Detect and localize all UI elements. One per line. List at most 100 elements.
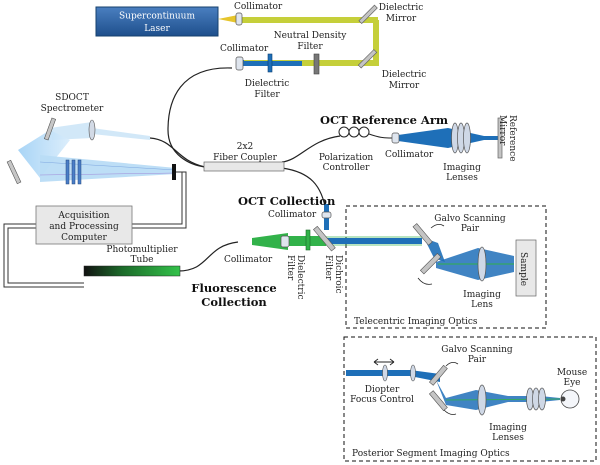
label-collimator-top: Collimator bbox=[234, 2, 283, 12]
dielectric-filter-collection bbox=[305, 229, 311, 251]
label-imaging-lens-2: Lens bbox=[471, 300, 493, 310]
supercontinuum-laser bbox=[95, 6, 219, 37]
label-mouse-eye-1: Mouse bbox=[557, 368, 587, 378]
label-dielectric-filter-c2: Filter bbox=[285, 255, 295, 281]
telecentric-optics-box bbox=[345, 205, 547, 329]
label-nd-filter-2: Filter bbox=[297, 42, 323, 52]
label-acq-2: and Processing bbox=[49, 222, 119, 232]
label-collimator-reference: Collimator bbox=[385, 150, 434, 160]
galvo-mirror-4 bbox=[428, 390, 448, 412]
label-dielectric-mirror-bottom-2: Mirror bbox=[389, 81, 420, 91]
galvo-rotate-arrow-1 bbox=[430, 224, 445, 229]
spectrometer-lens-3 bbox=[77, 159, 82, 185]
label-polarization-2: Controller bbox=[323, 163, 371, 173]
label-imaging-lenses-post-1: Imaging bbox=[489, 423, 527, 433]
spectrometer-collimating-lens bbox=[88, 119, 96, 141]
label-dielectric-filter-c1: Dielectric bbox=[295, 255, 305, 300]
label-oct-reference-arm: OCT Reference Arm bbox=[320, 113, 448, 127]
diopter-lens-2 bbox=[410, 364, 416, 382]
label-dielectric-mirror-bottom-1: Dielectric bbox=[382, 70, 427, 80]
laser-label-line2: Laser bbox=[144, 24, 170, 34]
sample bbox=[515, 239, 537, 297]
label-galvo-t1: Galvo Scanning bbox=[434, 214, 506, 224]
collimator-oct-collection bbox=[321, 211, 332, 219]
label-dielectric-mirror-top-1: Dielectric bbox=[379, 3, 424, 13]
label-imaging-lenses-ref-1: Imaging bbox=[443, 163, 481, 173]
galvo-rotate-arrow-4 bbox=[443, 409, 457, 415]
label-collimator-fluor: Collimator bbox=[224, 255, 273, 265]
collimator-top bbox=[235, 12, 243, 26]
neutral-density-filter bbox=[313, 53, 320, 75]
collimator-mid bbox=[235, 56, 244, 71]
posterior-lens-4 bbox=[538, 387, 546, 411]
fiber-coupler bbox=[203, 161, 285, 172]
label-reference-mirror-2: Mirror bbox=[497, 115, 507, 146]
diopter-arrow bbox=[373, 358, 395, 366]
label-acq-1: Acquisition bbox=[57, 211, 109, 221]
fiber-coupler-to-reference bbox=[281, 135, 341, 163]
label-dichroic-2: Filter bbox=[323, 255, 333, 281]
label-fluorescence-1: Fluorescence bbox=[191, 281, 276, 295]
sdoct-spectrometer bbox=[6, 117, 177, 185]
spectrometer-lens-1 bbox=[65, 159, 70, 185]
galvo-mirror-3 bbox=[428, 364, 448, 386]
label-galvo-p1: Galvo Scanning bbox=[441, 345, 513, 355]
label-dichroic-1: Dichroic bbox=[333, 255, 343, 294]
label-pmt-1: Photomultiplier bbox=[106, 245, 178, 255]
label-posterior-optics: Posterior Segment Imaging Optics bbox=[352, 449, 510, 459]
reference-mirror bbox=[497, 117, 503, 159]
fiber-spectrometer-to-coupler bbox=[149, 137, 206, 168]
label-dielectric-filter-1: Dielectric bbox=[245, 79, 290, 89]
reference-lens-3 bbox=[463, 122, 471, 154]
spectrometer-mirror bbox=[6, 159, 22, 185]
label-coupler-2: Fiber Coupler bbox=[213, 153, 277, 163]
posterior-beam bbox=[346, 370, 561, 410]
label-telecentric-optics: Telecentric Imaging Optics bbox=[354, 317, 478, 327]
polarization-loop-2 bbox=[348, 126, 360, 138]
fibers bbox=[149, 67, 341, 272]
posterior-lens-1 bbox=[477, 384, 487, 416]
collimator-reference bbox=[391, 132, 400, 144]
dichroic-filter bbox=[313, 225, 336, 252]
laser-source: Supercontinuum Laser bbox=[95, 6, 219, 37]
label-sample: Sample bbox=[518, 252, 528, 286]
spectrometer-lens-2 bbox=[71, 159, 76, 185]
label-imaging-lens-1: Imaging bbox=[463, 290, 501, 300]
galvo-mirror-2 bbox=[419, 252, 442, 275]
oct-collection bbox=[252, 204, 422, 252]
label-collimator-oct: Collimator bbox=[268, 210, 317, 220]
photomultiplier-tube bbox=[83, 265, 181, 277]
label-nd-filter-1: Neutral Density bbox=[274, 31, 347, 41]
galvo-rotate-arrow-2 bbox=[417, 277, 433, 285]
label-fluorescence-2: Collection bbox=[201, 295, 267, 309]
computer-cable bbox=[3, 171, 187, 288]
dielectric-filter-source bbox=[267, 53, 273, 73]
polarization-loop-3 bbox=[358, 126, 370, 138]
label-diopter-1: Diopter bbox=[365, 385, 400, 395]
mouse-eye-pupil bbox=[560, 396, 566, 402]
galvo-mirror-1 bbox=[412, 223, 433, 246]
laser-label-line1: Supercontinuum bbox=[119, 12, 195, 22]
label-mouse-eye-2: Eye bbox=[564, 378, 581, 388]
galvo-rotate-arrow-3 bbox=[445, 362, 459, 367]
polarization-loop-1 bbox=[338, 126, 350, 138]
posterior-optics-box bbox=[343, 336, 597, 462]
label-dielectric-mirror-top-2: Mirror bbox=[386, 14, 417, 24]
label-collimator-mid: Collimator bbox=[220, 44, 269, 54]
label-galvo-t2: Pair bbox=[461, 224, 480, 234]
acquisition-computer bbox=[35, 205, 133, 245]
label-reference-mirror-1: Reference bbox=[507, 115, 517, 162]
fiber-source-to-coupler bbox=[167, 67, 233, 168]
line-scan-camera bbox=[172, 164, 176, 180]
label-diopter-2: Focus Control bbox=[350, 395, 414, 405]
fiber-pmt-to-collimator bbox=[177, 241, 239, 272]
collimator-fluorescence bbox=[280, 235, 290, 248]
label-sdoct-1: SDOCT bbox=[55, 93, 89, 103]
label-coupler-1: 2x2 bbox=[237, 142, 254, 152]
reference-arm bbox=[338, 117, 503, 159]
label-imaging-lenses-post-2: Lenses bbox=[492, 433, 524, 443]
label-dielectric-filter-2: Filter bbox=[254, 90, 280, 100]
label-oct-collection: OCT Collection bbox=[238, 194, 336, 208]
spectrometer-grating bbox=[43, 117, 57, 141]
